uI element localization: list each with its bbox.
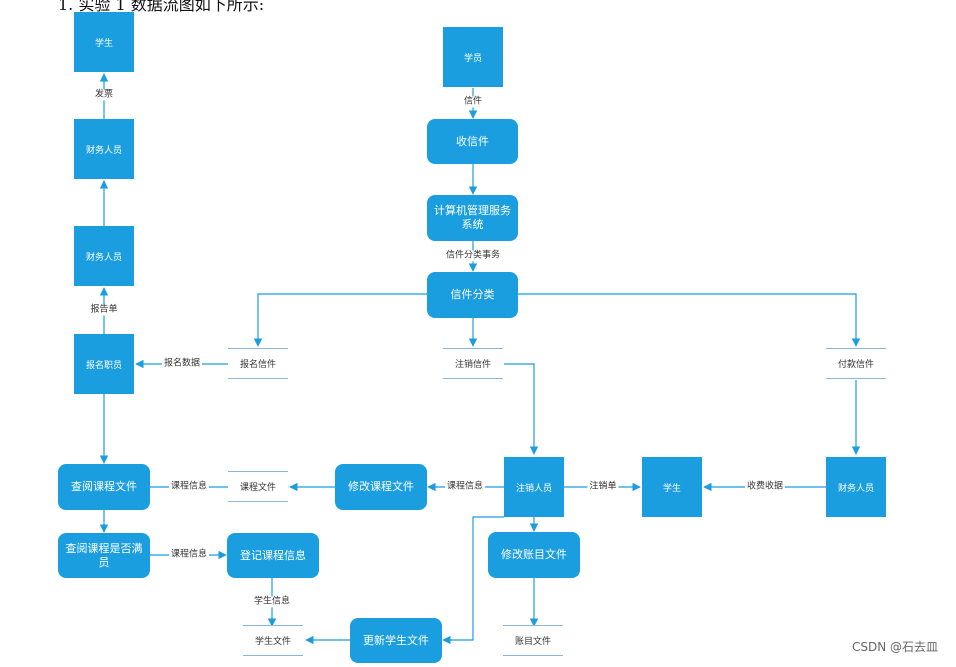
- store-course-file: 课程文件: [228, 471, 288, 502]
- flow-label-student-info: 学生信息: [251, 596, 293, 608]
- process-register-course: 登记课程信息: [227, 533, 319, 578]
- flow-label-registration-data: 报名数据: [161, 358, 203, 370]
- flow-label-fee-receipt: 收费收据: [744, 481, 786, 493]
- flow-label-course-info-1: 课程信息: [168, 481, 210, 493]
- page-heading: 1. 实验 1 数据流图如下所示:: [58, 0, 265, 14]
- process-update-student: 更新学生文件: [350, 618, 442, 663]
- entity-student-top: 学生: [74, 12, 134, 72]
- process-classify: 信件分类: [427, 272, 518, 318]
- entity-finance-3: 财务人员: [826, 457, 886, 517]
- flow-label-letters: 信件: [461, 96, 485, 108]
- entity-trainee: 学员: [443, 27, 503, 87]
- flow-label-course-info-2: 课程信息: [168, 549, 210, 561]
- flow-label-classify-affairs: 信件分类事务: [443, 250, 503, 262]
- entity-registrar: 报名职员: [74, 334, 134, 394]
- store-student-file: 学生文件: [243, 625, 303, 656]
- flow-label-invoice: 发票: [92, 89, 116, 101]
- flow-line-staff-update: [442, 516, 504, 645]
- flow-line-classify-payment: [518, 293, 861, 347]
- entity-finance-2: 财务人员: [74, 226, 134, 286]
- process-view-course: 查阅课程文件: [58, 464, 150, 510]
- store-registration-letters: 报名信件: [228, 348, 288, 379]
- store-account-file: 账目文件: [503, 625, 563, 656]
- entity-finance-1: 财务人员: [74, 119, 134, 179]
- store-payment-letters: 付款信件: [826, 348, 886, 379]
- flow-label-course-info-3: 课程信息: [444, 481, 486, 493]
- process-modify-course: 修改课程文件: [335, 464, 427, 510]
- flow-line-cancel-staff: [504, 363, 539, 455]
- process-receive-letters: 收信件: [427, 119, 518, 164]
- process-system: 计算机管理服务系统: [427, 195, 518, 241]
- process-check-full: 查阅课程是否满员: [58, 533, 150, 578]
- entity-cancel-staff: 注销人员: [504, 457, 564, 517]
- flow-line-classify-registration: [253, 293, 427, 347]
- flow-label-cancel-slip: 注销单: [587, 481, 619, 493]
- watermark: CSDN @石去皿: [851, 640, 938, 654]
- flow-label-report: 报告单: [88, 304, 120, 316]
- store-cancel-letters: 注销信件: [443, 348, 503, 379]
- entity-student-mid: 学生: [642, 457, 702, 517]
- process-modify-account: 修改账目文件: [488, 532, 580, 578]
